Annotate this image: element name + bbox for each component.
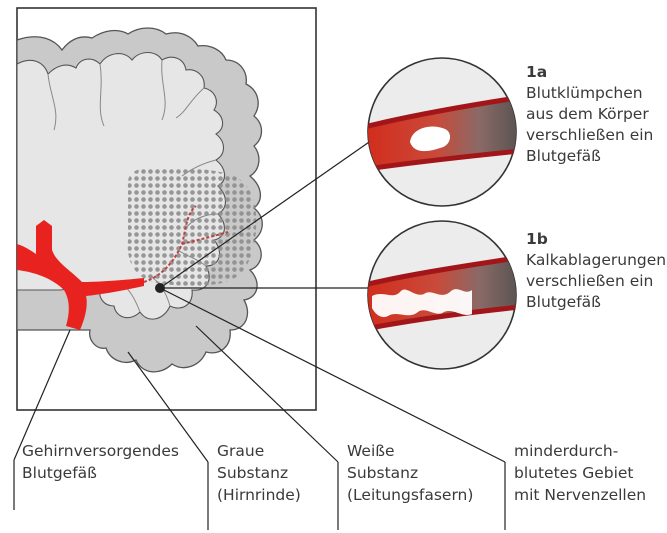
label-vessel-line: Gehirnversorgendes — [22, 440, 179, 462]
callout-1a-line: verschließen ein — [526, 125, 653, 146]
label-underperfused-line: minderdurch- — [514, 440, 646, 462]
label-white-matter-line: Substanz — [347, 462, 473, 484]
callout-1a-line: aus dem Körper — [526, 104, 653, 125]
label-grey-matter-line: Substanz — [217, 462, 301, 484]
callout-1b-line: verschließen ein — [526, 271, 666, 292]
underperfused-area — [128, 168, 257, 286]
label-white-matter: Weiße Substanz (Leitungsfasern) — [347, 440, 473, 506]
callout-1a: 1a Blutklümpchen aus dem Körper verschli… — [526, 62, 653, 167]
label-grey-matter: Graue Substanz (Hirnrinde) — [217, 440, 301, 506]
callout-1b-number: 1b — [526, 229, 666, 250]
zoom-circle-1a — [360, 58, 530, 206]
label-white-matter-line: Weiße — [347, 440, 473, 462]
label-vessel: Gehirnversorgendes Blutgefäß — [22, 440, 179, 484]
label-grey-matter-line: (Hirnrinde) — [217, 484, 301, 506]
label-white-matter-line: (Leitungsfasern) — [347, 484, 473, 506]
label-underperfused: minderdurch- blutetes Gebiet mit Nervenz… — [514, 440, 646, 506]
label-underperfused-line: mit Nervenzellen — [514, 484, 646, 506]
callout-1a-number: 1a — [526, 62, 653, 83]
callout-1b: 1b Kalkablagerungen verschließen ein Blu… — [526, 229, 666, 313]
label-grey-matter-line: Graue — [217, 440, 301, 462]
callout-1b-line: Kalkablagerungen — [526, 250, 666, 271]
label-underperfused-line: blutetes Gebiet — [514, 462, 646, 484]
zoom-circle-1b — [360, 221, 530, 369]
callout-1a-line: Blutgefäß — [526, 146, 653, 167]
callout-1b-line: Blutgefäß — [526, 292, 666, 313]
callout-1a-line: Blutklümpchen — [526, 83, 653, 104]
label-vessel-line: Blutgefäß — [22, 462, 179, 484]
